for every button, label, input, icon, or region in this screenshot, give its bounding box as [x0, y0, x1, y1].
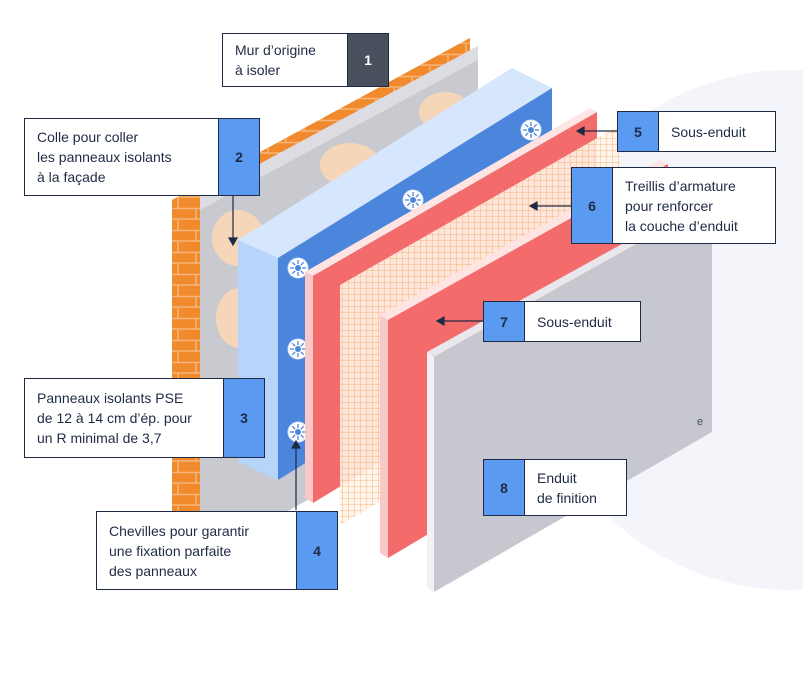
callout-dowels: Chevilles pour garantir une fixation par… [96, 511, 338, 590]
callout-reinforcement-mesh: 6 Treillis d’armature pour renforcer la … [571, 167, 776, 244]
watermark-logo: e [697, 416, 703, 428]
callout-text-line: pour renforcer [625, 197, 713, 214]
callout-text-line: Chevilles pour garantir [109, 522, 250, 539]
callout-text-line: les panneaux isolants [37, 149, 172, 165]
number-badge: 3 [223, 379, 264, 457]
number-badge: 2 [218, 119, 259, 195]
callout-text-line: Enduit [537, 469, 577, 486]
callout-text-line: des panneaux [109, 562, 197, 579]
callout-original-wall: Mur d’origine à isoler 1 [222, 33, 389, 87]
number-badge: 7 [484, 302, 525, 341]
number-badge: 8 [484, 460, 525, 515]
number-badge: 6 [572, 168, 613, 243]
callout-text-line: Sous-enduit [537, 313, 612, 330]
callout-base-coat-2: 7 Sous-enduit [483, 301, 641, 342]
callout-finish-render: 8 Enduit de finition [483, 459, 627, 516]
callout-base-coat-1: 5 Sous-enduit [617, 111, 776, 152]
callout-text-line: Panneaux isolants PSE [37, 390, 184, 406]
callout-text-line: à isoler [235, 62, 281, 78]
number-badge: 1 [347, 34, 388, 86]
callout-text-line: Treillis d’armature [625, 177, 736, 194]
callout-text-line: de finition [537, 489, 597, 506]
callout-text-line: Colle pour coller [37, 129, 139, 145]
callout-text-line: de 12 à 14 cm d’ép. pour [37, 410, 192, 426]
callout-glue: Colle pour coller les panneaux isolants … [24, 118, 260, 196]
callout-text-line: Mur d’origine [235, 42, 316, 58]
callout-text-line: la couche d’enduit [625, 217, 738, 234]
callout-text-line: à la façade [37, 169, 106, 185]
number-badge: 5 [618, 112, 659, 151]
callout-text-line: Sous-enduit [671, 123, 746, 140]
callout-text-line: un R minimal de 3,7 [37, 430, 162, 446]
callout-insulation-panels: Panneaux isolants PSE de 12 à 14 cm d’ép… [24, 378, 265, 458]
leader-lines [227, 125, 617, 510]
callout-text-line: une fixation parfaite [109, 542, 232, 559]
number-badge: 4 [296, 512, 337, 589]
